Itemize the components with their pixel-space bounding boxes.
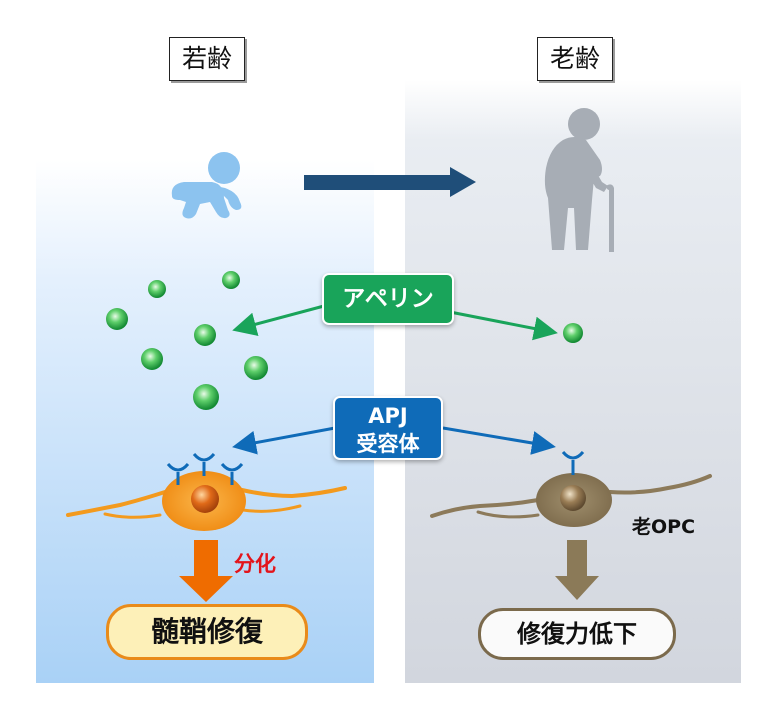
- apj-badge-line1: APJ: [368, 404, 408, 428]
- reduced-repair-arrow: [555, 540, 599, 600]
- differentiation-arrow: [179, 540, 233, 602]
- apj-receptor-badge: APJ 受容体: [333, 396, 443, 460]
- apj-receptors-young: [166, 452, 244, 485]
- apj-arrow-old: [442, 426, 556, 455]
- apj-receptor-old: [561, 450, 585, 475]
- old-opc-label: 老OPC: [632, 516, 696, 538]
- old-label: 老齢: [537, 37, 613, 81]
- old-opc-cell: [430, 450, 712, 527]
- young-opc-cell: [66, 452, 347, 531]
- apelin-badge: アペリン: [322, 273, 454, 325]
- baby-crawling-icon: [171, 152, 242, 219]
- apelin-molecules-old: [563, 323, 583, 343]
- apj-arrow-young: [232, 426, 336, 455]
- young-label: 若齢: [169, 37, 245, 81]
- elderly-person-icon: [544, 108, 614, 252]
- apelin-arrow-old: [449, 310, 558, 341]
- myelin-repair-outcome: 髄鞘修復: [106, 604, 308, 660]
- apj-badge-line2: 受容体: [356, 432, 420, 456]
- aging-arrow: [304, 167, 476, 197]
- apelin-arrow-young: [232, 304, 325, 336]
- differentiation-label: 分化: [234, 552, 276, 576]
- reduced-repair-outcome: 修復力低下: [478, 608, 676, 660]
- apelin-molecules-young: [106, 271, 268, 410]
